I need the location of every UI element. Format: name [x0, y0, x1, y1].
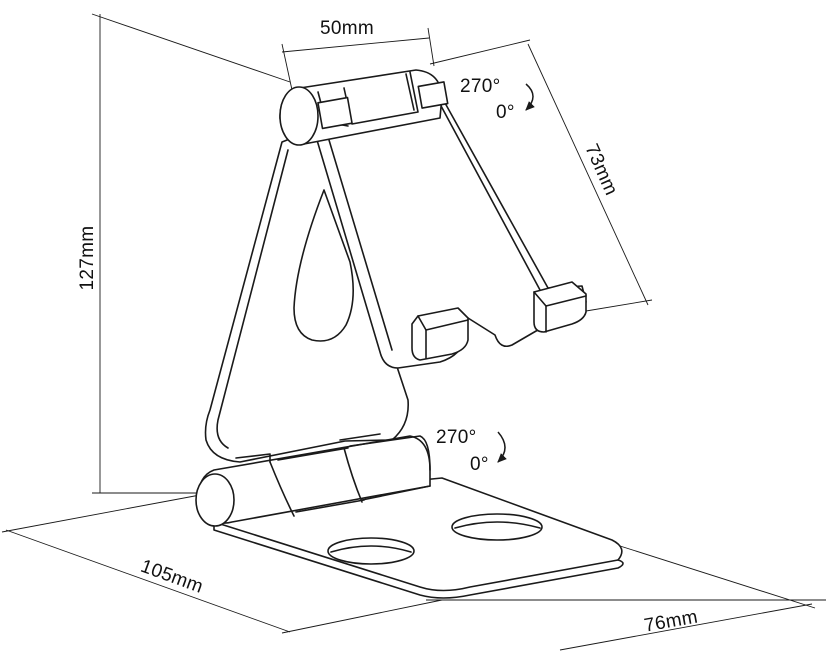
base-length-label: 105mm	[138, 556, 206, 598]
base-width-label: 76mm	[643, 607, 700, 637]
phone-holder-plate	[313, 93, 587, 369]
top-rotation-min-label: 0°	[496, 102, 515, 123]
height-label: 127mm	[77, 226, 98, 291]
support-arm	[204, 127, 409, 463]
top-rotation-max-label: 270°	[460, 76, 501, 97]
rotation-arrow-icon	[497, 431, 507, 463]
top-width-label: 50mm	[320, 18, 374, 39]
rotation-arrow-icon	[525, 83, 535, 111]
top-hinge	[279, 69, 449, 146]
bottom-hinge	[195, 433, 431, 527]
plate-height-label: 73mm	[580, 141, 621, 199]
dimension-lines	[1, 13, 826, 651]
bottom-rotation-min-label: 0°	[470, 454, 489, 475]
bottom-rotation-max-label: 270°	[436, 427, 477, 448]
